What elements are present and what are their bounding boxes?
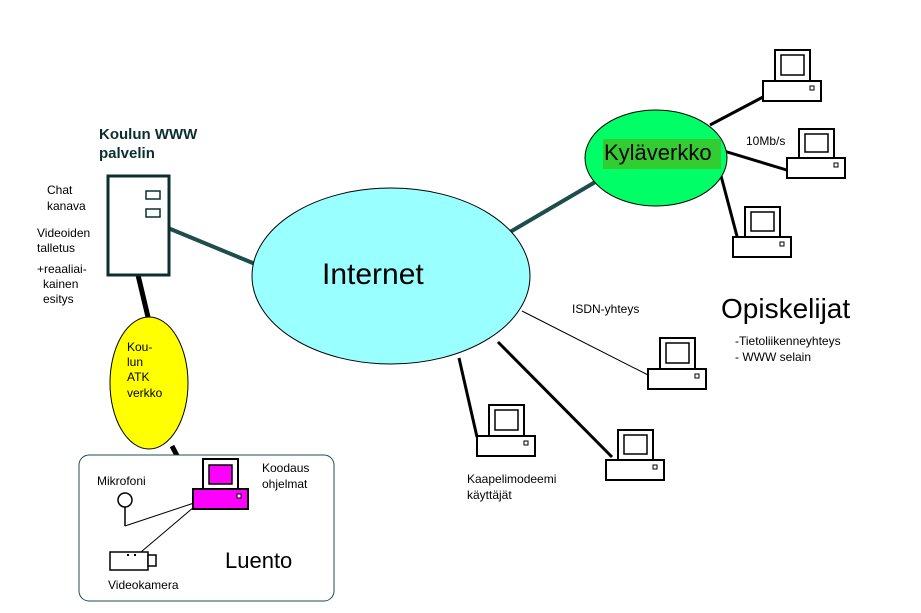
microphone-label: Mikrofoni: [97, 474, 146, 488]
kylaverkko-label-highlight: [603, 139, 721, 169]
student-computer-icon: [786, 128, 846, 179]
lecture-computer-icon: [192, 458, 249, 510]
coding-label-line: ohjelmat: [262, 477, 308, 491]
server-feature: Chat: [47, 183, 73, 197]
students-item: -Tietoliikenneyhteys: [735, 334, 841, 348]
coding-label-line: Koodaus: [262, 461, 310, 475]
students-title: Opiskelijat: [721, 293, 851, 324]
videocamera-icon: [109, 551, 157, 571]
lecture-title: Luento: [225, 548, 293, 573]
server-icon: [106, 174, 171, 277]
internet-label: Internet: [322, 258, 424, 291]
cable-computer-icon: [476, 404, 536, 457]
microphone-icon: [117, 492, 133, 526]
kylaverkko-label: Kyläverkko: [604, 140, 712, 165]
atk-label-line: verkko: [127, 386, 163, 400]
link-kyla-pc3: [718, 171, 740, 241]
student-computer-icon: [762, 49, 822, 102]
isdn-computer-icon: [647, 337, 707, 390]
server-feature: +reaaliai-: [37, 262, 87, 276]
server-title-line2: palvelin: [99, 144, 155, 162]
server-title: Koulun WWW palvelin: [99, 126, 197, 164]
atk-ellipse: [109, 316, 189, 450]
isdn-label: ISDN-yhteys: [572, 302, 640, 316]
link-internet-pc-bottom-right: [496, 340, 614, 459]
server-feature: esitys: [43, 292, 74, 306]
atk-label-line: Kou-: [127, 340, 153, 354]
link-server-internet: [167, 226, 261, 268]
link-server-atk: [135, 274, 151, 318]
server-feature: Videoiden: [37, 226, 91, 240]
link-kyla-pc1: [709, 95, 764, 127]
link-internet-cable: [457, 357, 479, 438]
atk-label-line: lun: [127, 355, 144, 369]
server-feature: talletus: [37, 241, 76, 255]
cable-label-line: Kaapelimodeemi: [467, 472, 557, 486]
link-internet-isdn: [521, 310, 653, 378]
server-title-line1: Koulun WWW: [99, 126, 198, 143]
atk-label-line: ATK: [127, 370, 150, 384]
server-feature: kanava: [47, 199, 86, 213]
link-internet-kylaverkko: [508, 179, 599, 234]
link-mic-computer: [124, 502, 195, 527]
student-computer-icon: [732, 206, 792, 258]
students-item: - WWW selain: [735, 350, 811, 364]
student-computer-icon: [605, 429, 665, 481]
internet-ellipse: [251, 187, 531, 365]
link-camera-computer: [140, 506, 195, 553]
kylaverkko-speed: 10Mb/s: [746, 134, 786, 148]
server-feature: kainen: [43, 277, 79, 291]
videocamera-label: Videokamera: [108, 578, 179, 592]
cable-label-line: käyttäjät: [467, 488, 512, 502]
